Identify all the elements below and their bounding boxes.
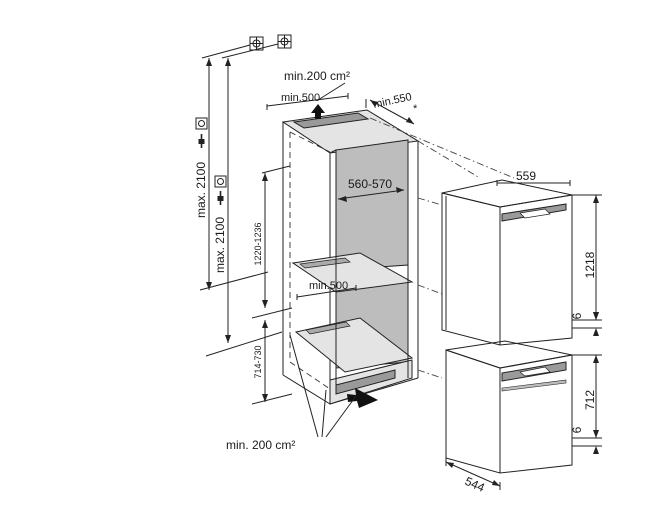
upper-height-label: 1218 (583, 251, 597, 278)
upper-height-range-label: 1220-1236 (253, 222, 263, 265)
lower-gap-label: 6 (570, 426, 584, 433)
unit-depth-label: 544 (463, 474, 487, 495)
vent-bottom-area-label: min. 200 cm² (226, 438, 295, 452)
niche-width-label: 560-570 (348, 177, 392, 191)
max-height-label-a: max. 2100 (194, 162, 208, 218)
plug-icon (198, 134, 205, 148)
plug-icon (217, 191, 224, 205)
lower-height-label: 712 (583, 390, 597, 410)
upper-appliance (441, 179, 573, 346)
vent-top-area-label: min.200 cm² (284, 69, 350, 83)
depth-shelf-label: min.500 (309, 280, 348, 292)
socket-icon (195, 117, 208, 130)
unit-width-label: 559 (516, 169, 536, 183)
fixing-point-icon (249, 36, 264, 51)
socket-icon (214, 175, 227, 188)
vent-inflow-arrow (347, 388, 378, 408)
depth-niche-label: min.550 (372, 91, 413, 111)
upper-gap-label: 6 (570, 312, 584, 319)
max-height-label-b: max. 2100 (213, 217, 227, 273)
niche-cabinet (281, 109, 420, 405)
lower-appliance (445, 340, 573, 474)
depth-star-label: * (413, 103, 418, 115)
fixing-point-icon (277, 34, 292, 49)
depth-top-label: min.500 (281, 92, 320, 104)
vent-up-arrow (311, 104, 325, 119)
lower-height-range-label: 714-730 (253, 345, 263, 378)
